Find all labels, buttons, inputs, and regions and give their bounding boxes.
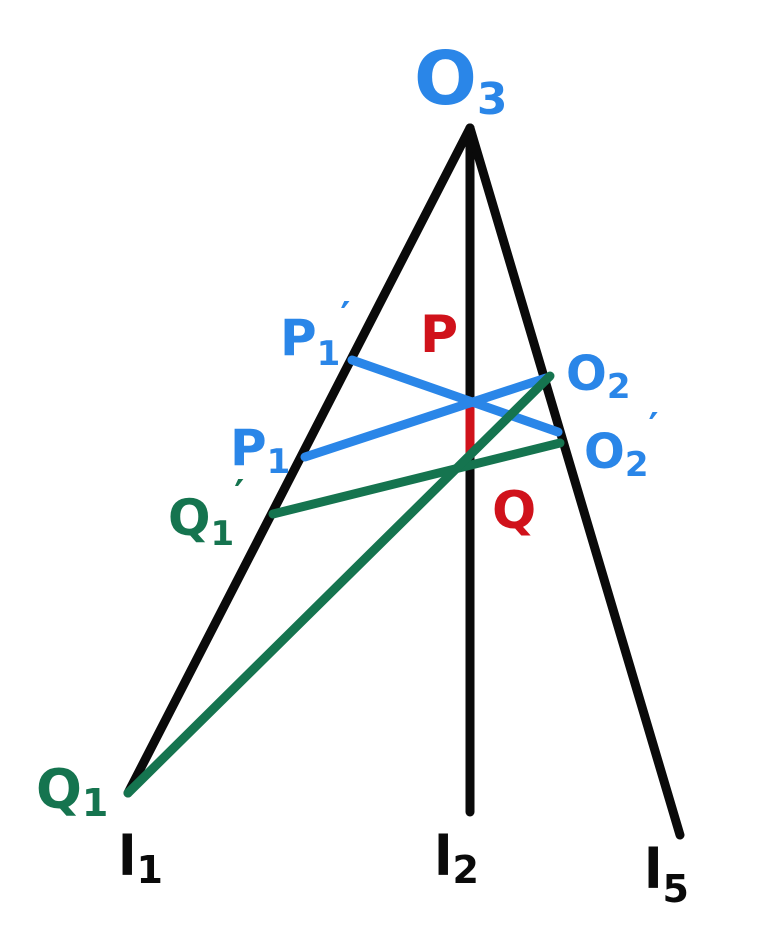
line-P1prime-O2prime [347,355,563,437]
label-O3: O3 [414,36,508,125]
label-O2: O2 [566,346,630,407]
label-P1: P1 [230,419,290,482]
label-P: P [420,305,458,365]
line-l1 [123,123,475,798]
line-P1-O2 [300,373,551,462]
label-O2-prime: O2′ [584,405,659,485]
line-l5 [465,123,685,840]
label-l1: l1 [118,825,163,892]
label-l2: l2 [434,825,479,892]
label-Q1-prime: Q1′ [168,472,244,554]
label-P1-prime: P1′ [280,294,350,374]
blue-lines [300,355,563,462]
label-Q: Q [492,481,536,541]
black-lines [123,123,685,840]
green-lines [123,371,565,798]
line-Q1prime-O2prime [268,438,565,519]
label-Q1: Q1 [36,758,108,825]
label-l5: l5 [644,838,689,911]
line-Q1-O2 [123,371,555,798]
